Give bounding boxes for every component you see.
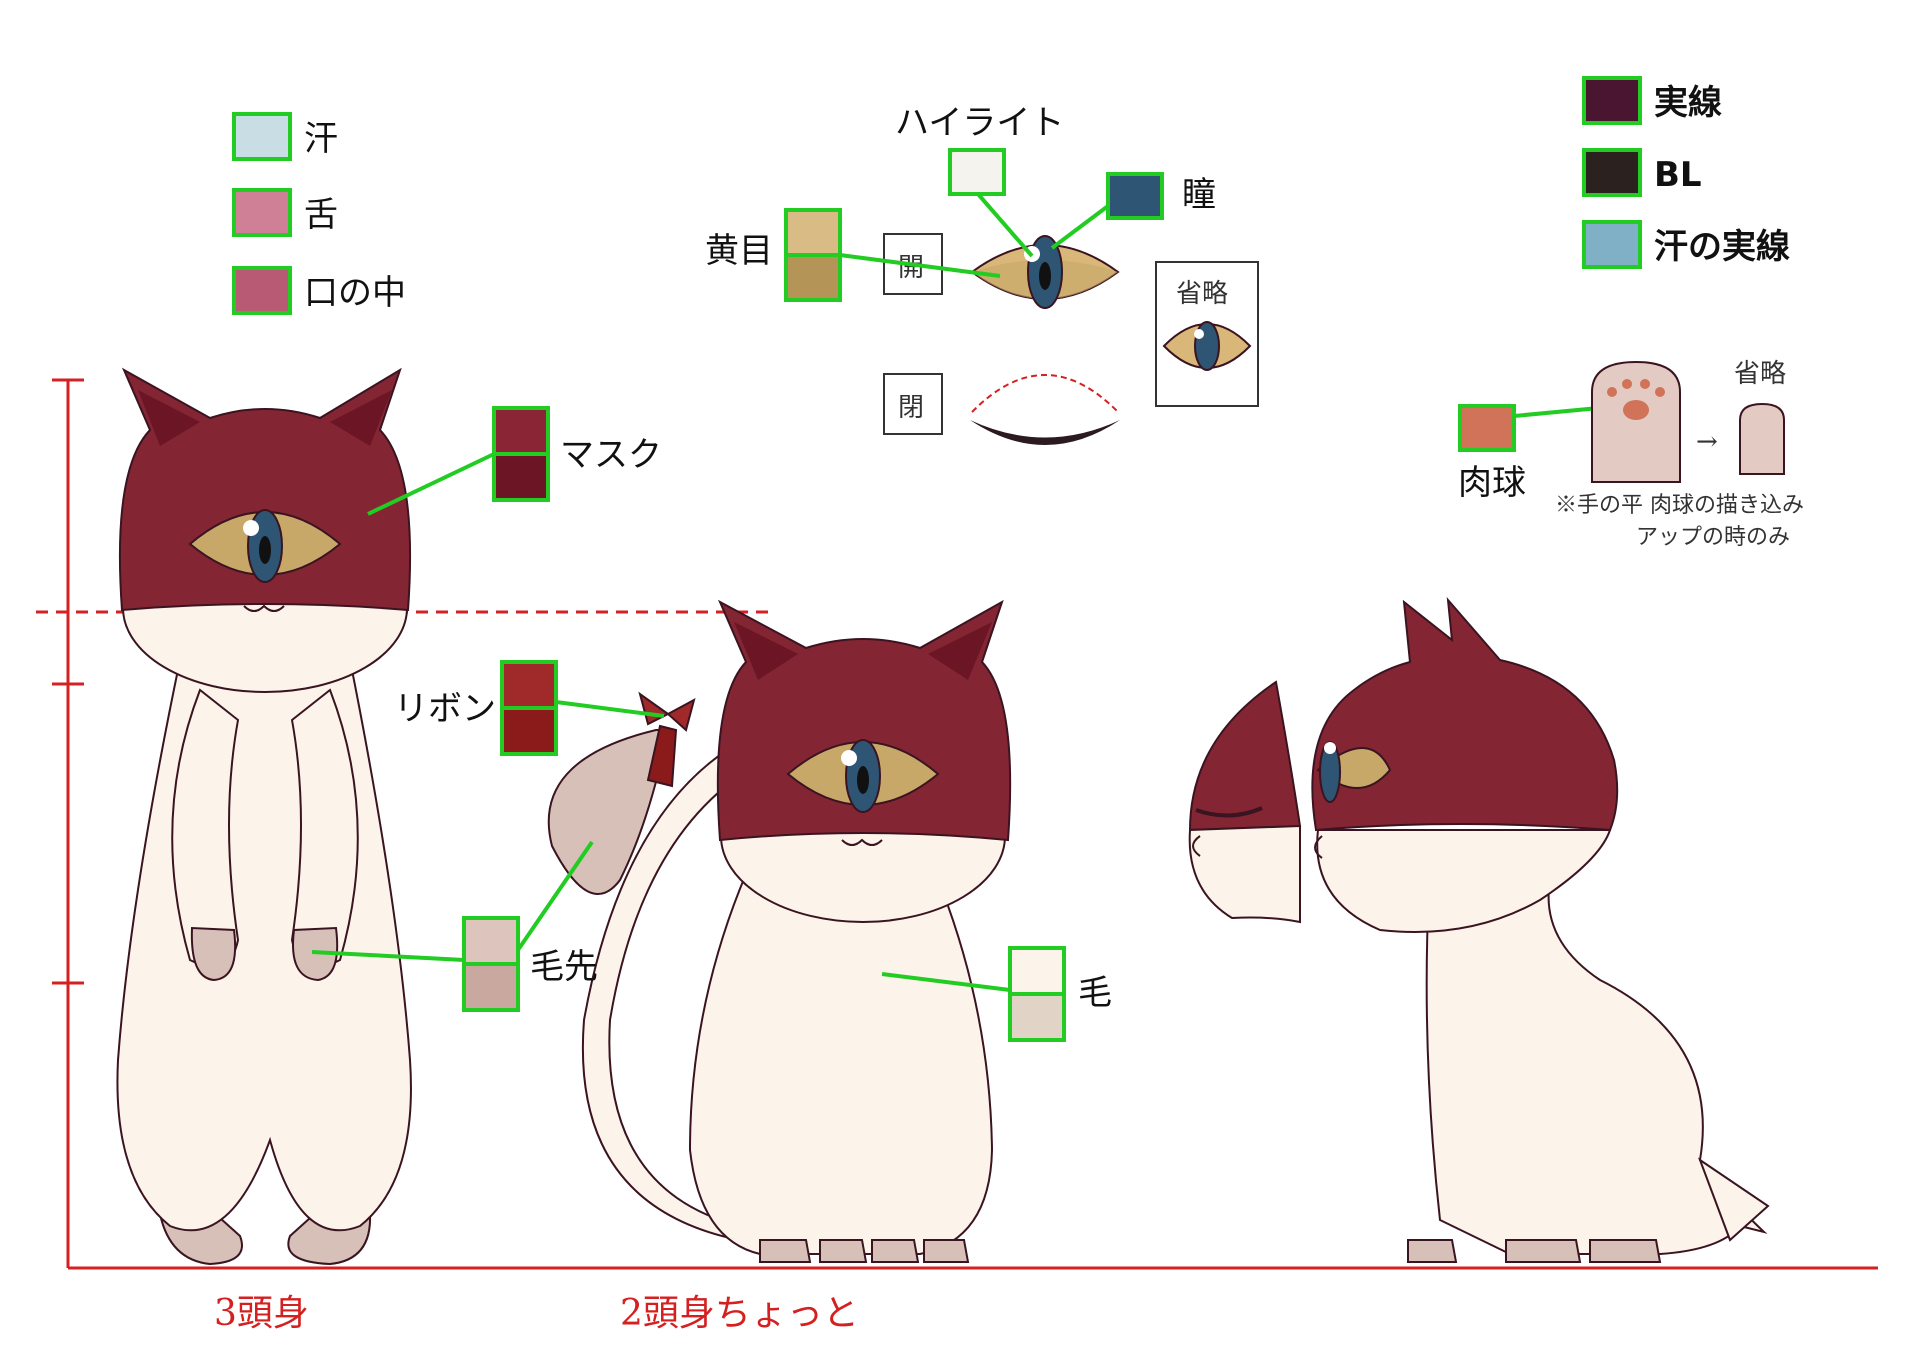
standing-cat bbox=[116, 367, 412, 1266]
closed-eye-drawing bbox=[970, 374, 1120, 445]
simplified-eye-drawing bbox=[1162, 321, 1252, 371]
legend-right: 実線 BL 汗の実線 bbox=[1582, 76, 1790, 269]
legend-left: 汗 舌 口の中 bbox=[232, 112, 406, 315]
legend-label-sweat-line: 汗の実線 bbox=[1654, 227, 1790, 267]
open-note: 開 bbox=[898, 253, 924, 283]
callout-fur: 毛 bbox=[881, 946, 1112, 1042]
paw-small-drawing bbox=[1739, 402, 1785, 475]
legend-item-mouth-inside: 口の中 bbox=[232, 266, 406, 315]
legend-label-sweat: 汗 bbox=[304, 119, 338, 159]
sitting-cat bbox=[547, 599, 1012, 1263]
legend-item-sweat-line: 汗の実線 bbox=[1582, 220, 1790, 269]
mask-label: マスク bbox=[560, 435, 662, 475]
sitting-proportion-note: 2頭身ちょっと bbox=[620, 1293, 859, 1334]
simplified-eye-note: 省略 bbox=[1176, 279, 1228, 309]
swatch-mask-1 bbox=[492, 406, 550, 456]
swatch-tip-2 bbox=[462, 962, 520, 1012]
paw-spec: 肉球 → 省略 ※手の平 肉球の描き込み アップの時のみ bbox=[1458, 359, 1804, 550]
ribbon-label: リボン bbox=[394, 689, 496, 729]
paw-simplified-note: 省略 bbox=[1734, 359, 1786, 389]
leader-fur bbox=[881, 972, 1011, 992]
eye-spec: ハイライト 瞳 黄目 開 閉 省略 bbox=[705, 103, 1259, 445]
swatch-mouth-inside bbox=[232, 266, 292, 315]
side-view-cat bbox=[1188, 596, 1770, 1263]
leader-tip-paw bbox=[311, 950, 465, 962]
paw-large-drawing bbox=[1591, 360, 1681, 483]
legend-item-tongue: 舌 bbox=[232, 188, 338, 237]
swatch-fur-1 bbox=[1008, 946, 1066, 996]
proportion-guide: 3頭身 2頭身ちょっと bbox=[36, 378, 1878, 1334]
legend-item-bl: BL bbox=[1582, 148, 1702, 197]
legend-label-mouth-inside: 口の中 bbox=[304, 273, 406, 313]
paw-note-line2: アップの時のみ bbox=[1636, 525, 1790, 550]
callout-tip: 毛先 bbox=[311, 840, 598, 1012]
swatch-ribbon-1 bbox=[500, 660, 558, 710]
standing-proportion-note: 3頭身 bbox=[214, 1293, 309, 1334]
callout-ribbon: リボン bbox=[394, 660, 665, 756]
swatch-tongue bbox=[232, 188, 292, 237]
leader-mask bbox=[367, 452, 495, 516]
swatch-eye-white-1 bbox=[784, 208, 842, 257]
swatch-eye-white-2 bbox=[784, 253, 842, 302]
fur-label: 毛 bbox=[1078, 973, 1112, 1013]
leader-ribbon bbox=[555, 700, 665, 718]
leader-eye-white bbox=[839, 253, 1001, 278]
closed-note-box bbox=[883, 373, 943, 435]
swatch-mask-2 bbox=[492, 452, 550, 502]
swatch-highlight bbox=[948, 148, 1006, 196]
swatch-paw-pad bbox=[1458, 404, 1516, 452]
legend-label-tongue: 舌 bbox=[304, 195, 338, 235]
leader-tip-tail bbox=[516, 840, 594, 952]
swatch-sweat bbox=[232, 112, 292, 161]
pupil-label: 瞳 bbox=[1182, 175, 1216, 215]
swatch-sweat-line bbox=[1582, 220, 1642, 269]
legend-item-solid-line: 実線 bbox=[1582, 76, 1722, 125]
tip-label: 毛先 bbox=[530, 947, 598, 987]
simplified-eye-box bbox=[1155, 261, 1259, 407]
closed-note: 閉 bbox=[898, 393, 924, 423]
legend-item-sweat: 汗 bbox=[232, 112, 338, 161]
leader-highlight bbox=[976, 192, 1034, 258]
swatch-ribbon-2 bbox=[500, 706, 558, 756]
legend-label-bl: BL bbox=[1654, 155, 1702, 195]
legend-label-solid-line: 実線 bbox=[1654, 83, 1722, 123]
swatch-tip-1 bbox=[462, 916, 520, 966]
callout-mask: マスク bbox=[367, 406, 662, 516]
eye-white-label: 黄目 bbox=[705, 231, 773, 271]
open-eye-drawing bbox=[970, 235, 1120, 309]
swatch-solid-line bbox=[1582, 76, 1642, 125]
swatch-bl bbox=[1582, 148, 1642, 197]
swatch-fur-2 bbox=[1008, 992, 1066, 1042]
paw-pad-label: 肉球 bbox=[1458, 463, 1526, 503]
leader-pupil bbox=[1050, 204, 1110, 250]
paw-arrow: → bbox=[1696, 427, 1718, 457]
swatch-pupil bbox=[1106, 172, 1164, 220]
side-face-piece bbox=[1188, 680, 1302, 924]
open-note-box bbox=[883, 233, 943, 295]
highlight-label: ハイライト bbox=[895, 103, 1064, 143]
paw-note-line1: ※手の平 肉球の描き込み bbox=[1555, 493, 1804, 518]
